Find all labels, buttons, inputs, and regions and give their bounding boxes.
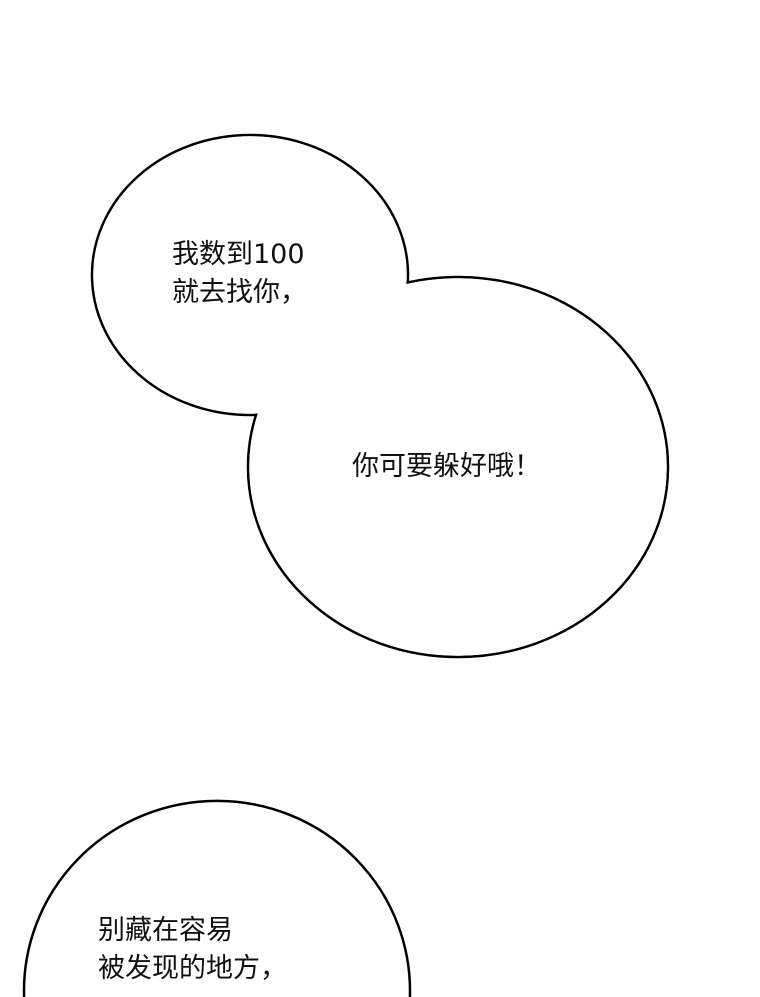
bubble-1-line-2: 就去找你， xyxy=(172,277,307,308)
bubble-3-outline xyxy=(22,799,412,997)
bubble-3-text: 别藏在容易 被发现的地方， xyxy=(98,912,287,988)
bubble-1-text: 我数到100 就去找你， xyxy=(172,236,307,312)
bubble-3-line-1: 别藏在容易 xyxy=(98,915,233,946)
bubble-3-line-2: 被发现的地方， xyxy=(98,953,287,984)
bubble-2-text: 你可要躲好哦！ xyxy=(352,448,541,486)
bubble-1-line-1: 我数到100 xyxy=(172,239,305,270)
bubble-2-line-1: 你可要躲好哦！ xyxy=(352,451,541,482)
